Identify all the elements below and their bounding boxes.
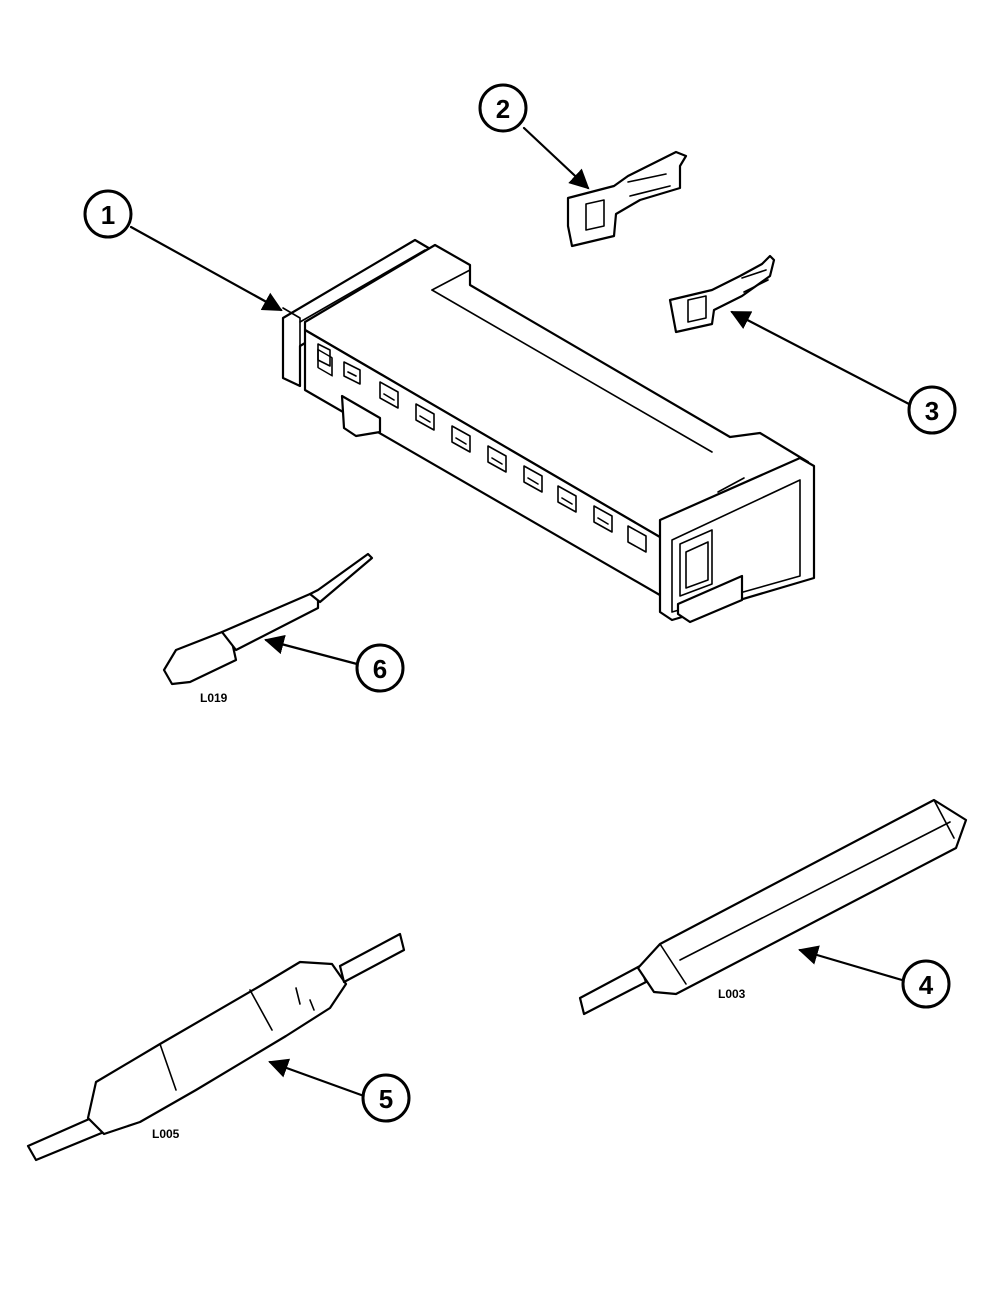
callout-3-label: 3	[925, 396, 939, 426]
callout-1: 1	[83, 189, 133, 239]
insertion-tool-l003	[578, 798, 968, 1016]
callout-5: 5	[361, 1073, 411, 1123]
callout-2: 2	[478, 83, 528, 133]
pin-tool-l019	[162, 552, 374, 686]
callout-3: 3	[907, 385, 957, 435]
callout-4: 4	[901, 959, 951, 1009]
part-code-l003: L003	[718, 987, 746, 1001]
terminal-clip-large	[566, 150, 688, 248]
extraction-tool-l005	[26, 932, 406, 1162]
callout-4-label: 4	[919, 970, 934, 1000]
terminal-clip-small	[668, 254, 776, 334]
part-code-l005: L005	[152, 1127, 180, 1141]
leader-lines	[129, 126, 911, 1098]
callout-2-label: 2	[496, 94, 510, 124]
connector-block	[281, 238, 816, 624]
callout-6-label: 6	[373, 654, 387, 684]
callout-1-label: 1	[101, 200, 115, 230]
callout-6: 6	[355, 643, 405, 693]
callout-5-label: 5	[379, 1084, 393, 1114]
part-code-l019: L019	[200, 691, 228, 705]
